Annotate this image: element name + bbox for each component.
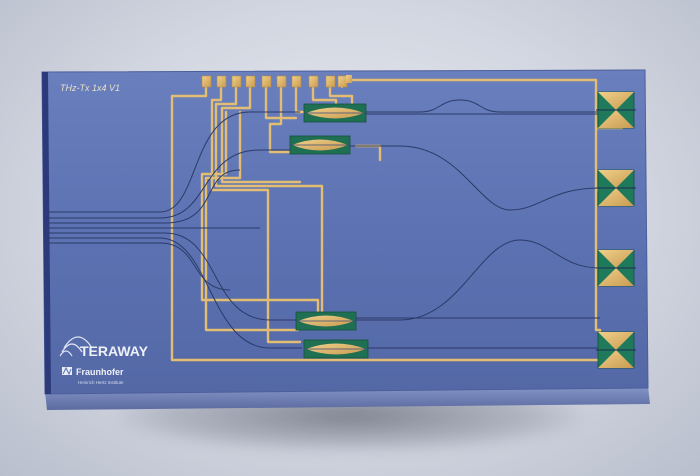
bond-pad xyxy=(201,75,212,88)
modulator xyxy=(295,311,357,331)
antenna-lobe-bottom xyxy=(598,350,634,368)
antenna-lobe-top xyxy=(598,170,634,188)
metal-trace xyxy=(220,85,302,184)
antenna-lobe-top xyxy=(598,332,634,350)
waveguide xyxy=(350,145,601,211)
institute-name: Heinrich Hertz Institute xyxy=(78,380,124,385)
modulator xyxy=(303,103,367,123)
antenna-lobe-bottom xyxy=(598,110,634,128)
chip-label: THz-Tx 1x4 V1 xyxy=(60,83,120,93)
waveguide xyxy=(48,237,302,349)
modulator xyxy=(289,135,351,155)
org-name: Fraunhofer xyxy=(76,367,124,377)
metal-trace xyxy=(214,85,324,328)
waveguide xyxy=(366,99,600,113)
bond-pad xyxy=(276,75,287,88)
metal-trace xyxy=(170,85,602,362)
bowtie-antenna xyxy=(596,249,636,287)
teraway-logo: TERAWAY xyxy=(59,336,149,359)
logo-wave-icon xyxy=(59,336,93,357)
bond-pads xyxy=(201,75,352,88)
fraunhofer-logo: Fraunhofer Heinrich Hertz Institute xyxy=(62,366,124,385)
metal-trace xyxy=(328,85,354,112)
optical-waveguides xyxy=(48,99,601,349)
bond-pad xyxy=(325,75,336,88)
bond-pad xyxy=(231,75,242,88)
metal-trace xyxy=(200,110,320,320)
modulator xyxy=(303,339,369,359)
antenna-lobe-bottom xyxy=(598,188,634,206)
bond-pad xyxy=(216,75,227,88)
modulators xyxy=(289,103,369,359)
thz-antennas xyxy=(596,91,636,369)
bond-pad xyxy=(337,75,348,88)
bowtie-antenna xyxy=(596,331,636,369)
bond-pad xyxy=(261,75,272,88)
waveguide xyxy=(48,169,241,224)
bowtie-antenna xyxy=(596,169,636,207)
antenna-lobe-bottom xyxy=(598,268,634,286)
waveguide xyxy=(48,242,231,291)
brand-name: TERAWAY xyxy=(80,343,149,359)
antenna-lobe-top xyxy=(598,250,634,268)
chip-left-edge xyxy=(42,72,51,394)
bond-pad xyxy=(346,75,352,83)
metal-trace xyxy=(264,85,298,120)
waveguide xyxy=(48,232,296,321)
waveguide xyxy=(356,239,601,321)
waveguide xyxy=(48,111,300,213)
metal-trace xyxy=(204,110,300,332)
bond-pad xyxy=(308,75,319,88)
antenna-lobe-top xyxy=(598,92,634,110)
bond-pad xyxy=(291,75,302,88)
bowtie-antenna xyxy=(596,91,636,129)
bond-pad xyxy=(245,75,256,88)
waveguide xyxy=(48,149,290,219)
